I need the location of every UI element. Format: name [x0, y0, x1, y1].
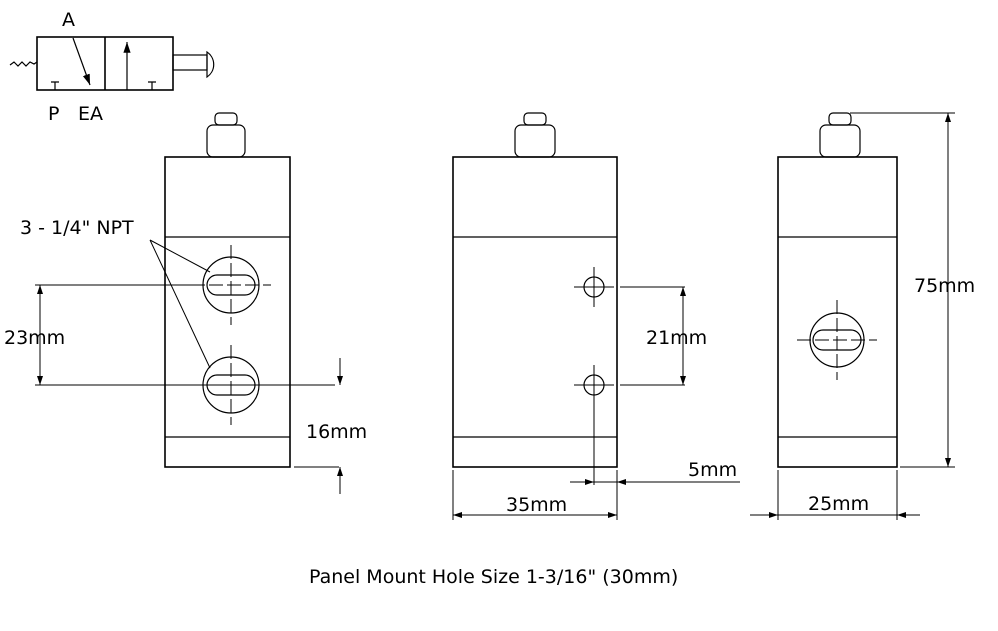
port-p-label: P — [48, 103, 59, 125]
port-a-label: A — [62, 9, 75, 31]
port-ea-label: EA — [78, 103, 103, 125]
dim-75: 75mm — [914, 275, 975, 297]
front-view: 3 - 1/4" NPT 23mm 16mm — [4, 112, 367, 494]
end-view: 75mm 25mm — [750, 112, 975, 520]
dim-16: 16mm — [306, 421, 367, 443]
dim-23: 23mm — [4, 327, 65, 349]
caption: Panel Mount Hole Size 1-3/16" (30mm) — [309, 566, 678, 588]
dim-35: 35mm — [506, 494, 567, 516]
dim-21: 21mm — [646, 327, 707, 349]
valve-symbol: A P EA — [9, 9, 215, 125]
side-view: 21mm 5mm 35mm — [452, 112, 740, 520]
dim-25: 25mm — [808, 493, 869, 515]
dim-5: 5mm — [688, 459, 737, 481]
ports-label: 3 - 1/4" NPT — [20, 217, 134, 239]
